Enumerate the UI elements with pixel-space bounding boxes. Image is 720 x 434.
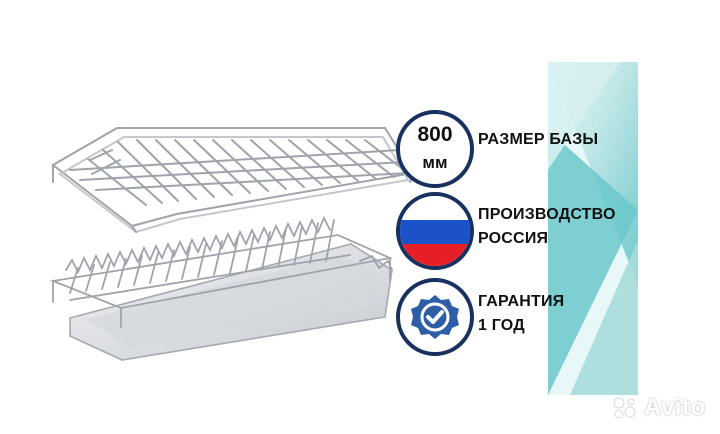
avito-dots-icon (613, 397, 636, 419)
verified-badge-icon (411, 295, 459, 339)
top-wire-rack (51, 127, 415, 234)
flag-blue-band (400, 220, 470, 244)
bottom-dish-rack (49, 215, 394, 361)
avito-brand-text: Avito (644, 394, 706, 421)
flag-red-band (400, 244, 470, 266)
size-feature-label: РАЗМЕР БАЗЫ (478, 131, 599, 148)
size-value: 800 (417, 123, 453, 146)
russia-flag-icon (396, 192, 474, 270)
avito-watermark: Avito (611, 394, 711, 422)
size-badge: 800 мм (396, 110, 474, 188)
flag-white-band (400, 196, 470, 220)
size-unit: мм (422, 153, 448, 172)
origin-label-line1: ПРОИЗВОДСТВО (478, 206, 616, 223)
teal-background-decor (548, 62, 638, 395)
warranty-label-line1: ГАРАНТИЯ (478, 293, 565, 310)
origin-label-line2: РОССИЯ (478, 230, 549, 247)
warranty-label-line2: 1 ГОД (478, 317, 525, 334)
warranty-badge (396, 278, 474, 356)
